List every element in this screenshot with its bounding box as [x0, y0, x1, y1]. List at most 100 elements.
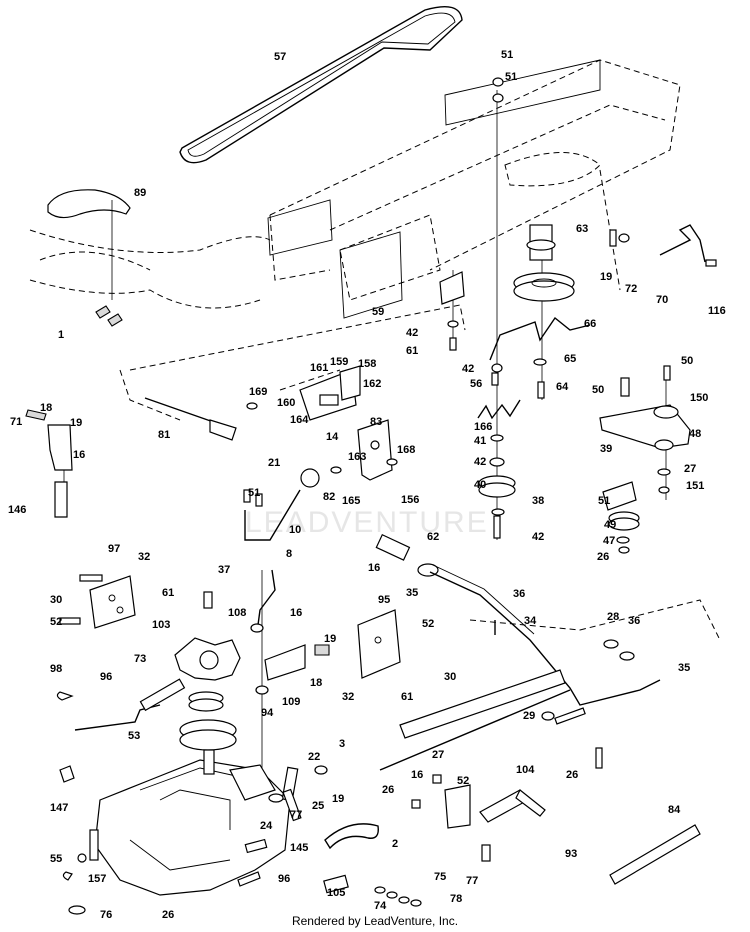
callout-label: 3 — [339, 738, 345, 750]
callout-label: 34 — [524, 615, 537, 627]
callout-label: 42 — [474, 456, 486, 468]
callout-label: 96 — [278, 873, 290, 885]
callout-label: 116 — [708, 305, 726, 317]
callout-label: 98 — [50, 663, 62, 675]
callout-label: 96 — [100, 671, 112, 683]
pulley-63 — [513, 224, 575, 302]
callout-label: 51 — [501, 49, 513, 61]
callout-label: 169 — [249, 386, 267, 398]
callout-label: 30 — [50, 594, 62, 606]
transaxle-1 — [94, 749, 291, 896]
callout-label: 36 — [628, 615, 640, 627]
callout-label: 16 — [73, 449, 85, 461]
callout-label: 52 — [457, 775, 469, 787]
callout-label: 25 — [312, 800, 324, 812]
callout-label: 82 — [323, 491, 335, 503]
hose-93 — [324, 823, 379, 850]
callout-label: 14 — [326, 431, 339, 443]
callout-label: 62 — [427, 531, 439, 543]
chassis-plates — [267, 59, 601, 319]
callout-label: 81 — [158, 429, 170, 441]
callout-label: 74 — [374, 900, 387, 912]
callout-label: 77 — [466, 875, 478, 887]
rod-66 — [489, 316, 591, 361]
callout-label: 108 — [228, 607, 246, 619]
callout-label: 64 — [556, 381, 569, 393]
callout-label: 151 — [686, 480, 704, 492]
callout-label: 30 — [444, 671, 456, 683]
callout-label: 51 — [598, 495, 610, 507]
callout-label: 26 — [162, 909, 174, 921]
callout-label: 16 — [411, 769, 423, 781]
callout-label: 61 — [406, 345, 418, 357]
callout-label: 164 — [290, 414, 309, 426]
pulley-109 — [188, 691, 224, 712]
callout-label: 158 — [358, 358, 376, 370]
callout-label: 90 — [0, 0, 12, 3]
callout-label: 70 — [656, 294, 668, 306]
callout-label: 18 — [310, 677, 322, 689]
callout-label: 19 — [332, 793, 344, 805]
callout-label: 97 — [108, 543, 120, 555]
callout-label: 35 — [678, 662, 690, 674]
callout-label: 42 — [406, 327, 418, 339]
callout-label: 66 — [584, 318, 596, 330]
callout-label: 24 — [260, 820, 273, 832]
callout-label: 41 — [474, 435, 486, 447]
callout-label: 51 — [248, 487, 260, 499]
callout-label: 160 — [277, 397, 295, 409]
callout-label: 42 — [462, 363, 474, 375]
callout-label: 71 — [10, 416, 22, 428]
callout-label: 168 — [397, 444, 415, 456]
watermark: LEADVENTURE — [245, 506, 489, 539]
callout-label: 63 — [576, 223, 588, 235]
callout-label: 52 — [422, 618, 434, 630]
footer-credit: Rendered by LeadVenture, Inc. — [291, 914, 459, 928]
callout-label: 147 — [50, 802, 68, 814]
callout-label: 159 — [330, 356, 348, 368]
callout-label: 51 — [505, 71, 517, 83]
rod-41 — [477, 399, 521, 420]
callout-label: 55 — [50, 853, 62, 865]
bracket-30-left — [89, 575, 136, 629]
callout-label: 104 — [516, 764, 535, 776]
callout-label: 19 — [70, 417, 82, 429]
springs — [281, 766, 302, 822]
callout-label: 32 — [342, 691, 354, 703]
callout-label: 28 — [607, 611, 619, 623]
pulley-3 — [179, 719, 237, 751]
callout-label: 162 — [363, 378, 381, 390]
callout-label: 150 — [690, 392, 708, 404]
callout-label: 48 — [689, 428, 701, 440]
callout-label: 32 — [138, 551, 150, 563]
callout-label: 77 — [290, 809, 302, 821]
callout-label: 93 — [565, 848, 577, 860]
bracket-165 — [357, 419, 393, 481]
callout-label: 163 — [348, 451, 366, 463]
callout-label: 16 — [368, 562, 380, 574]
callout-label: 75 — [434, 871, 446, 883]
callout-label: 94 — [261, 707, 274, 719]
shaft-81 — [144, 397, 237, 441]
lever-8-knob-21 — [244, 468, 320, 541]
callout-label: 35 — [406, 587, 418, 599]
callout-label: 39 — [600, 443, 612, 455]
callout-label: 38 — [532, 495, 544, 507]
callout-label: 29 — [523, 710, 535, 722]
callout-label: 103 — [152, 619, 170, 631]
shift-rod-34 — [375, 533, 661, 706]
callout-label: 72 — [625, 283, 637, 295]
callout-label: 19 — [324, 633, 336, 645]
callout-label: 27 — [684, 463, 696, 475]
callout-label: 26 — [382, 784, 394, 796]
callout-label: 53 — [128, 730, 140, 742]
callout-label: 105 — [327, 887, 345, 899]
callout-label: 50 — [681, 355, 693, 367]
callout-label: 37 — [218, 564, 230, 576]
callout-label: 146 — [8, 504, 26, 516]
idler-pulley-38 — [478, 457, 516, 498]
callout-label: 65 — [564, 353, 576, 365]
callout-label: 56 — [470, 378, 482, 390]
